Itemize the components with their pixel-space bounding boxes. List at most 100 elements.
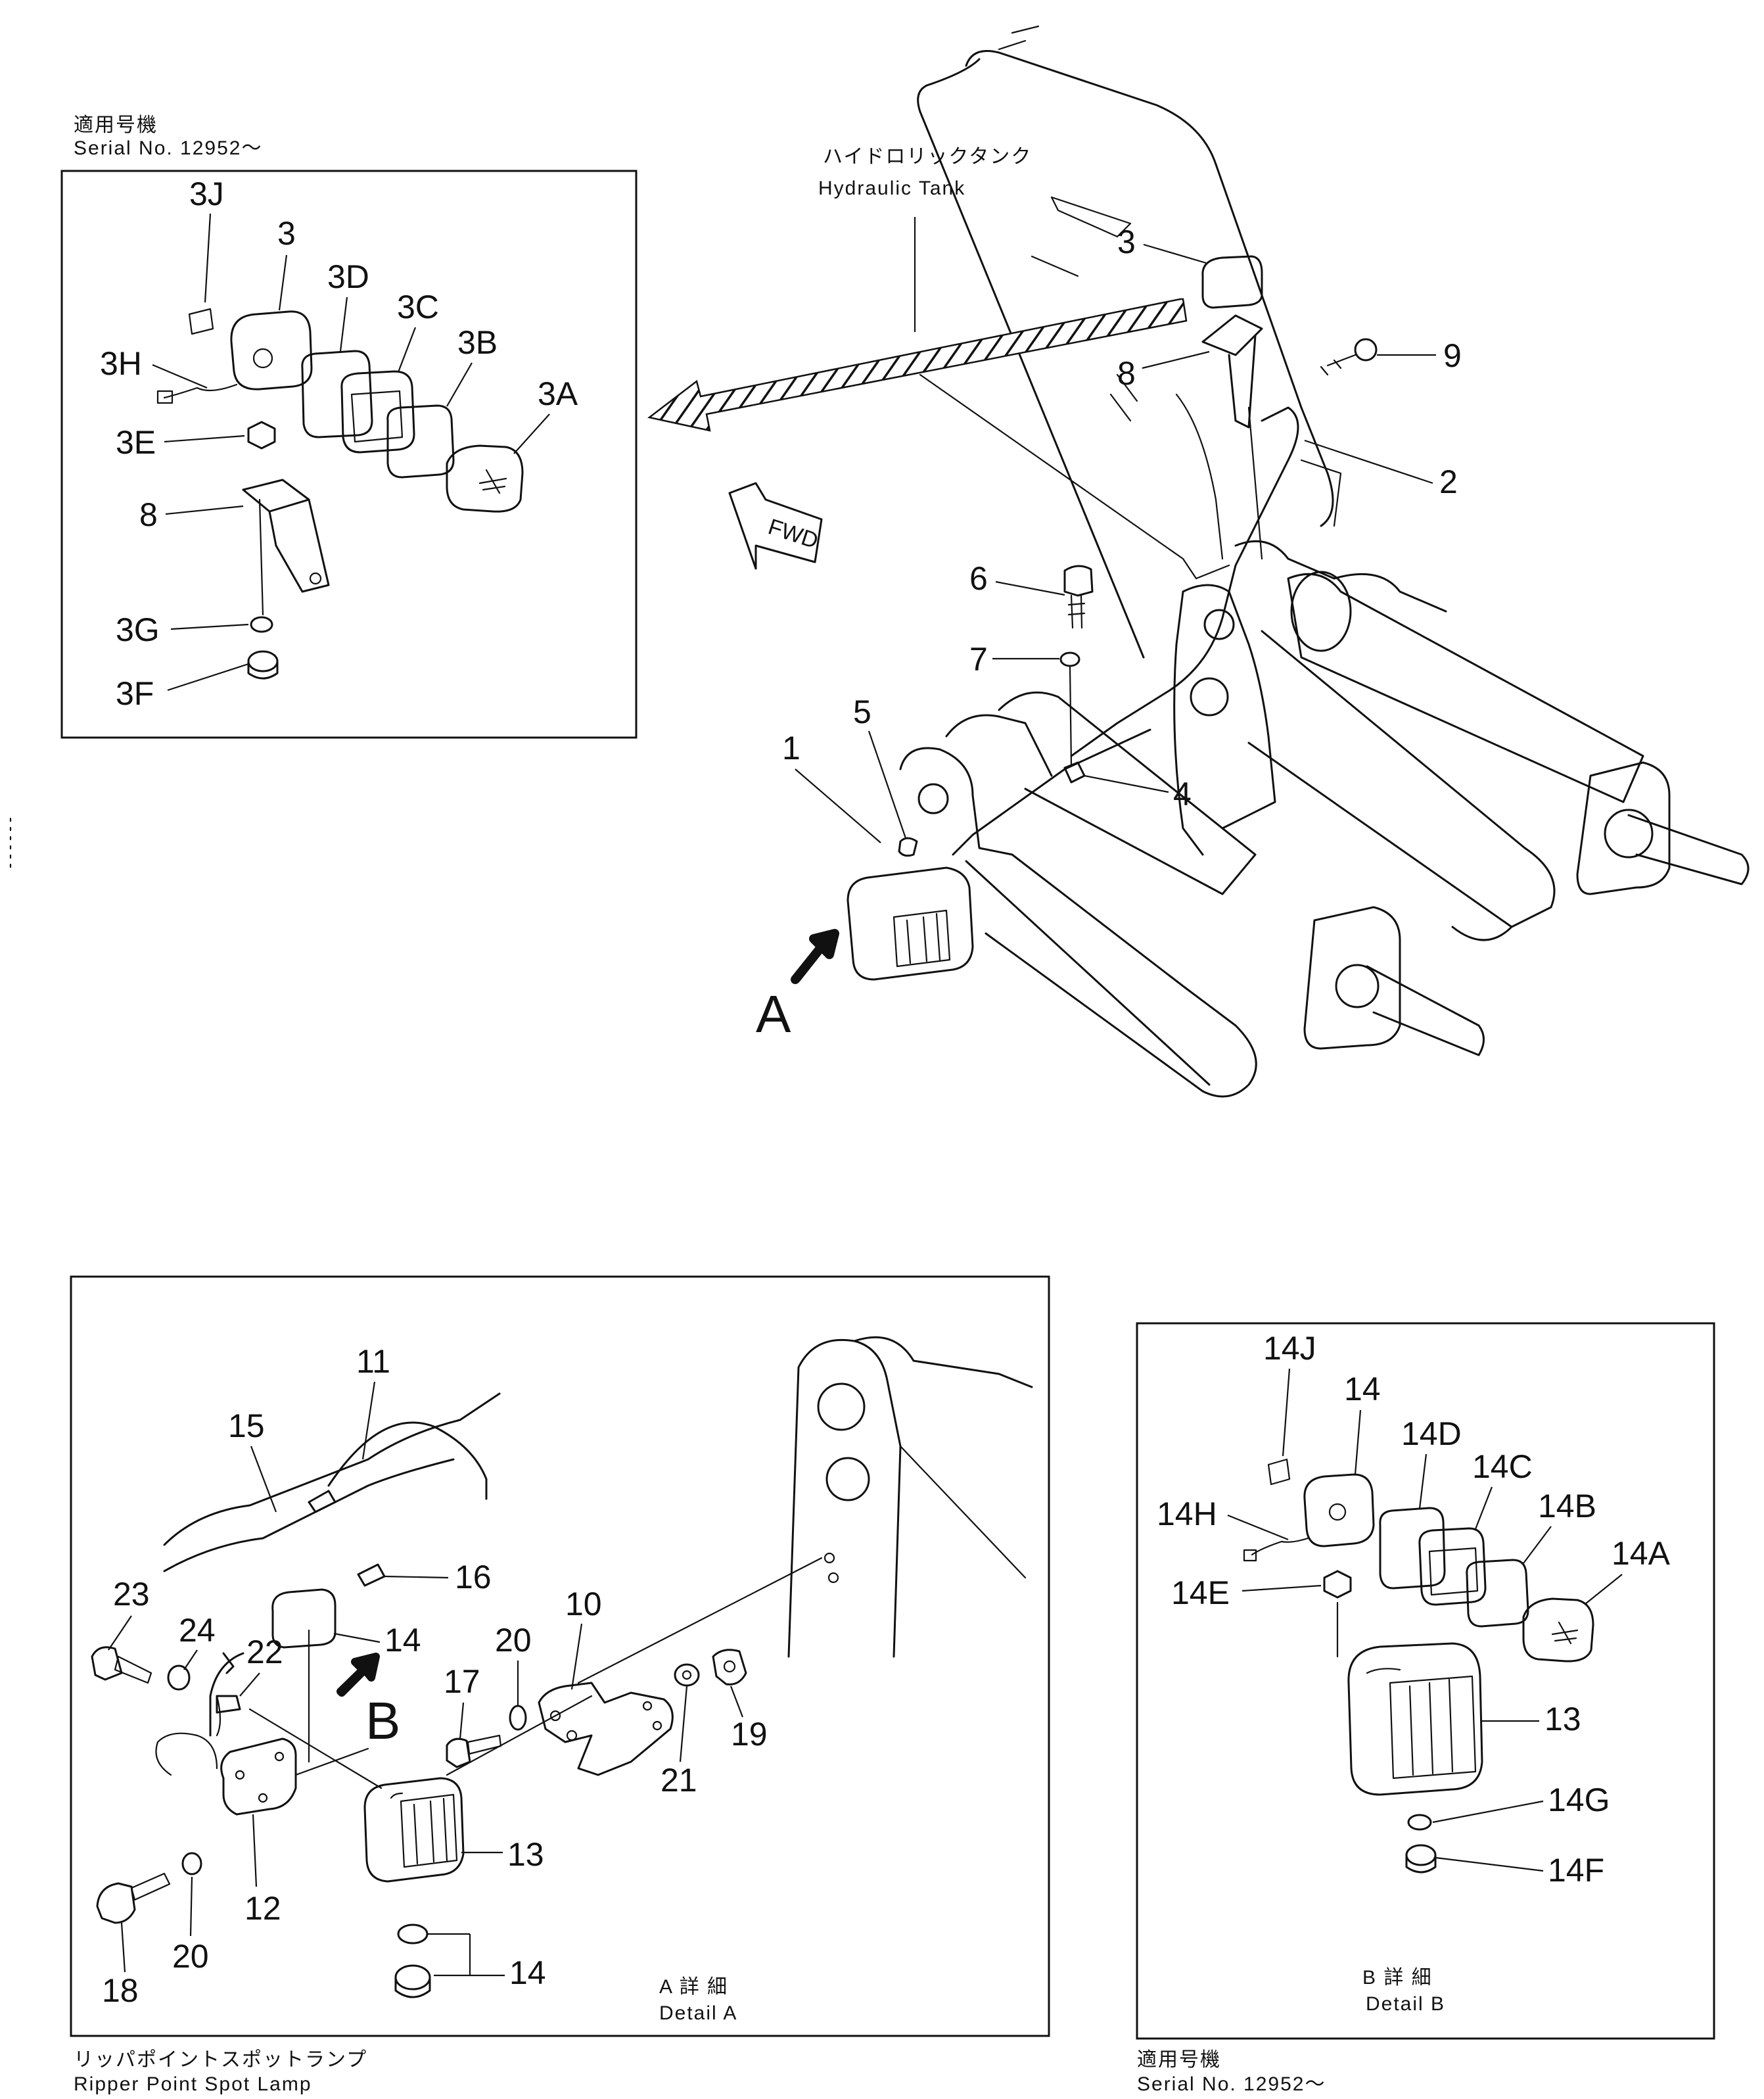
plate-12 [220,1737,297,1816]
callout-main-3: 3 [1117,224,1136,260]
washer-14g [1407,1814,1432,1831]
seal-3b [386,404,455,479]
clamp-5 [898,837,918,857]
wire-14h [1251,1537,1309,1556]
callout-a-22: 22 [246,1634,283,1670]
callout-a-20b: 20 [172,1938,209,1975]
callout-3a: 3A [538,375,578,412]
callout-main-1: 1 [782,730,801,766]
inset-top-frame [60,170,638,739]
callout-3f: 3F [116,675,154,712]
view-a-arrow [791,929,839,984]
harness-2 [1070,406,1299,757]
callout-main-8: 8 [1117,355,1136,392]
callout-a-20: 20 [495,1622,532,1659]
callout-b-14b: 14B [1538,1488,1596,1524]
clip-16 [357,1563,386,1587]
detail-b-caption-en: Detail B [1366,1993,1445,2015]
detail-a-ripper-frame [787,1338,902,1658]
callout-3c: 3C [397,289,439,325]
callout-b-14f: 14F [1548,1852,1604,1889]
ripper-shank [899,747,1257,1098]
callout-3e: 3E [116,424,156,461]
nut-3f [247,650,279,672]
inset-serial-top: 適用号機 Serial No. 12952～ 3J [60,114,638,739]
callout-b-14a: 14A [1612,1535,1671,1572]
bracket-10 [538,1682,674,1776]
callout-main-6: 6 [969,560,988,597]
gasket-14d [1379,1507,1446,1590]
callout-b-14: 14 [1344,1371,1381,1407]
bolt-18 [96,1882,136,1924]
fwd-arrow [728,482,823,570]
ripper-caption-jp: リッパポイントスポットランプ [74,2049,367,2071]
cylinder-middle [1247,630,1556,928]
tank-label-en: Hydraulic Tank [818,177,965,199]
detail-a-spot-lamp-13 [363,1777,465,1883]
spot-lamp-1 [847,866,974,981]
callout-main-4: 4 [1173,776,1192,813]
washer-20-bottom [181,1852,202,1875]
inset-top-caption-en: Serial No. 12952～ [74,137,262,159]
detail-b-spot-lamp-13 [1347,1642,1483,1796]
callout-a-13: 13 [507,1836,544,1873]
serial-caption-bottom-jp: 適用号機 [1137,2049,1221,2071]
washer-7 [1059,651,1080,667]
callout-a-24: 24 [179,1612,216,1649]
nut-3e [247,421,276,450]
bracket-8-leg [268,498,330,593]
lens-14a [1522,1597,1594,1663]
bolt-9-head [1354,338,1378,362]
callout-b-14j: 14J [1263,1330,1316,1367]
callout-3g: 3G [116,611,160,648]
tank-label-jp: ハイドロリックタンク [823,146,1032,168]
hydraulic-tank [965,50,1334,527]
wire-15 [327,1421,488,1500]
washer-3g [250,616,273,633]
detail-b-lamp-14 [1303,1473,1375,1547]
callout-a-19: 19 [731,1716,768,1753]
detail-a-caption-en: Detail A [659,2002,737,2024]
connector-14h [1243,1549,1257,1562]
fwd-label: FWD [765,514,821,554]
nut-14e [1323,1570,1352,1599]
main-bracket-8 [1201,314,1263,356]
label-plate-14j [1267,1458,1291,1486]
callout-main-2: 2 [1439,463,1458,500]
callout-a-21: 21 [661,1762,697,1799]
callout-a-11: 11 [356,1343,390,1380]
hatched-arrow [647,298,1188,432]
cylinder-right [1287,573,1644,803]
ripper-caption-en: Ripper Point Spot Lamp [74,2073,312,2095]
callout-b-14h: 14H [1157,1496,1217,1532]
callout-a-18: 18 [102,1972,139,2009]
callout-3b: 3B [457,324,498,361]
lamp-knob [252,348,273,369]
callout-a-17: 17 [444,1663,480,1700]
harness-11 [163,1392,501,1546]
callout-3: 3 [277,215,296,252]
callout-a-15: 15 [228,1407,265,1444]
label-plate-3j [188,308,214,335]
wire-3h [163,383,238,399]
detail-b-caption-jp: B 詳 細 [1362,1967,1433,1989]
callout-3h: 3H [100,345,142,382]
callout-b-14c: 14C [1472,1448,1533,1485]
washer-21 [674,1663,700,1687]
inset-top-caption-jp: 適用号機 [74,114,158,136]
flange-right [1576,761,1671,895]
detail-a-caption-jp: A 詳 細 [659,1976,728,1998]
detail-b-frame [1136,1322,1715,2040]
callout-a-12: 12 [244,1890,281,1927]
lamp-body-3 [230,310,313,390]
rim-3c [340,370,415,454]
view-a-label: A [756,985,791,1043]
callout-8: 8 [139,496,158,533]
gasket-3d [301,350,373,438]
callout-a-14: 14 [384,1622,421,1659]
view-b-arrow [337,1653,380,1697]
flange-left [1303,906,1401,1050]
washer-14 [397,1923,429,1945]
callout-b-14e: 14E [1171,1574,1230,1611]
